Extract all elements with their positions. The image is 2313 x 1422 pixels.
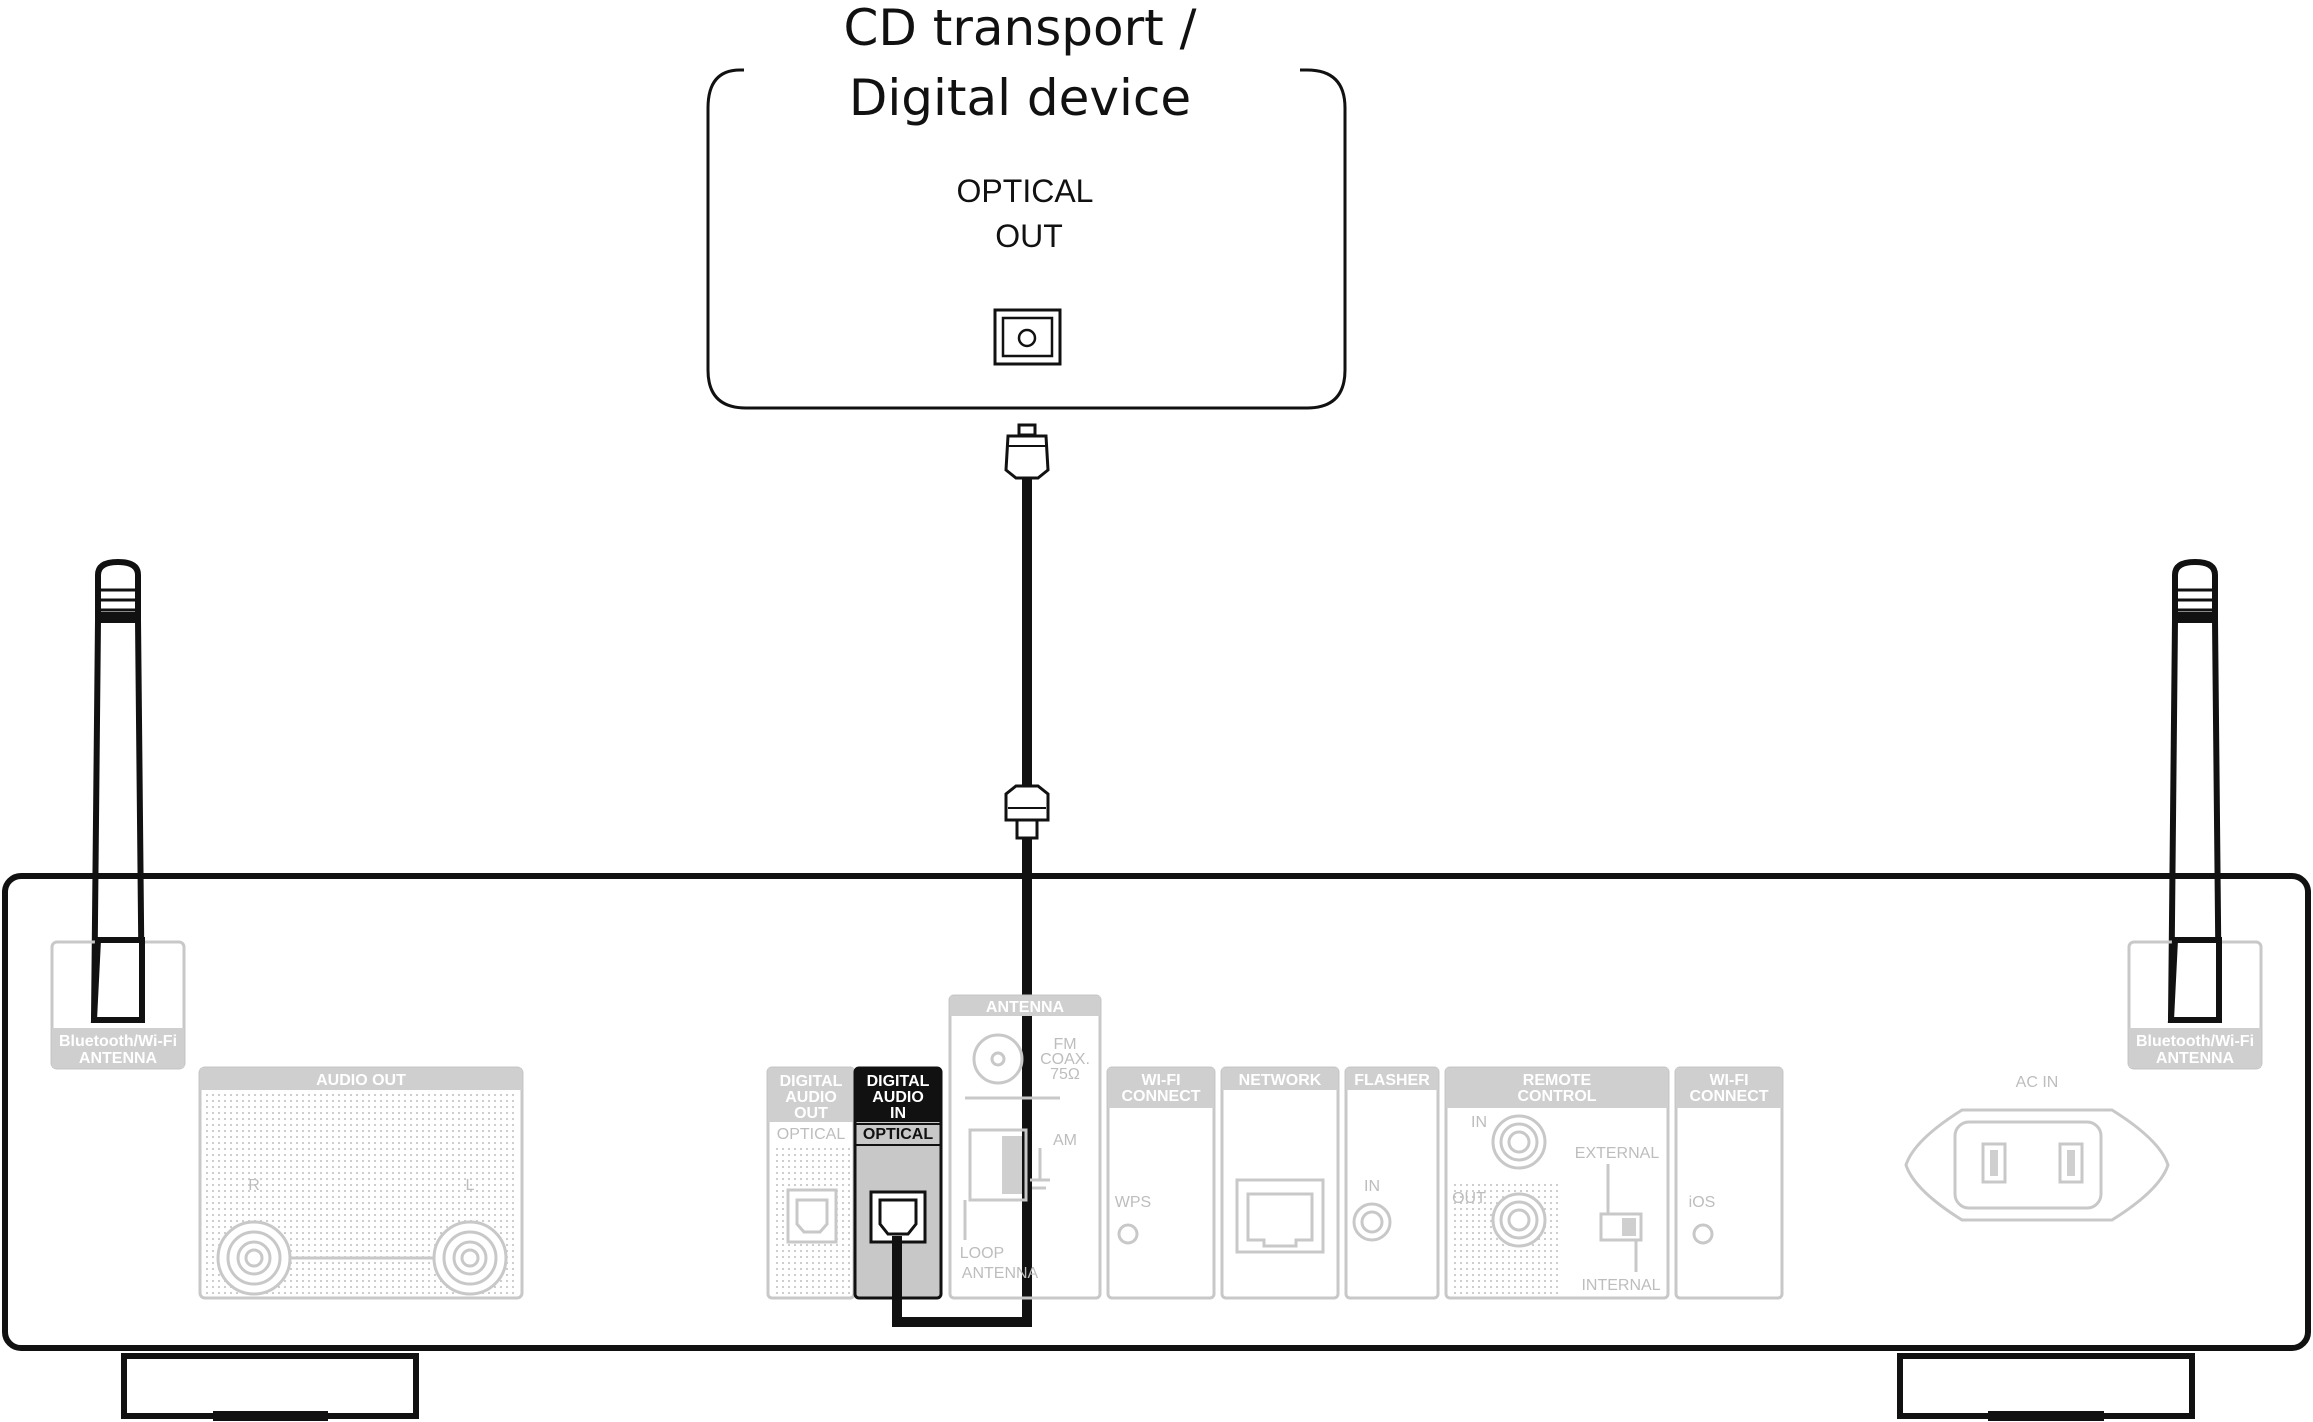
antenna-right-label-1: Bluetooth/Wi-Fi (2136, 1033, 2254, 1050)
remote-control-section: REMOTE CONTROL IN OUT EXTERNAL INTE (1444, 1066, 1670, 1300)
wifi-connect-wps-section: WI-FI CONNECT WPS (1106, 1066, 1216, 1300)
digital-in-optical-label: OPTICAL (863, 1126, 933, 1143)
flasher-section: FLASHER IN (1344, 1066, 1440, 1300)
foot-left (121, 1353, 419, 1421)
ios-label: iOS (1689, 1194, 1716, 1211)
cable-mid-plug-icon (1004, 784, 1050, 840)
external-label: EXTERNAL (1575, 1145, 1660, 1162)
ac-inlet-icon (1904, 1108, 2170, 1222)
fm-label-3: 75Ω (1050, 1066, 1080, 1083)
remote-in-label: IN (1471, 1114, 1487, 1131)
digital-audio-out-section: DIGITAL AUDIO OUT OPTICAL (766, 1066, 856, 1300)
am-label: AM (1053, 1132, 1077, 1149)
wifi-connect-label-1: WI-FI (1141, 1072, 1180, 1089)
optical-out-port-icon (993, 308, 1062, 366)
source-device: CD transport / Digital device OPTICAL OU… (706, 0, 1347, 410)
digital-out-label-2: AUDIO (785, 1089, 837, 1106)
wps-label: WPS (1115, 1194, 1151, 1211)
remote-control-label-2: CONTROL (1517, 1088, 1596, 1105)
antenna-left-icon (90, 558, 146, 1023)
digital-out-label-3: OUT (794, 1105, 828, 1122)
optical-out-label-line2: OUT (995, 218, 1063, 254)
remote-out-jack-icon (1491, 1192, 1547, 1248)
antenna-right-label-2: ANTENNA (2156, 1050, 2235, 1067)
antenna-base-right: Bluetooth/Wi-Fi ANTENNA (2127, 940, 2263, 1070)
loop-label-2: ANTENNA (962, 1265, 1039, 1282)
wifi-connect2-label-1: WI-FI (1709, 1072, 1748, 1089)
wifi-connect-label-2: CONNECT (1121, 1088, 1200, 1105)
ios-button-icon (1692, 1223, 1714, 1245)
audio-out-label: AUDIO OUT (316, 1072, 406, 1089)
optical-out-label-line1: OPTICAL (957, 173, 1094, 209)
device-title-line1: CD transport / (843, 0, 1196, 57)
antenna-section: ANTENNA FM COAX. 75Ω AM LOOP ANTENNA (948, 994, 1102, 1300)
wps-button-icon (1117, 1223, 1139, 1245)
network-section: NETWORK (1220, 1066, 1340, 1300)
remote-in-jack-icon (1491, 1114, 1547, 1170)
foot-right (1897, 1353, 2195, 1421)
ext-int-switch-icon (1599, 1212, 1643, 1242)
remote-control-label-1: REMOTE (1523, 1072, 1592, 1089)
flasher-jack-icon (1352, 1202, 1392, 1242)
source-device-box (706, 68, 1347, 410)
digital-out-label-1: DIGITAL (780, 1073, 843, 1090)
internal-label: INTERNAL (1581, 1277, 1660, 1294)
cable-top-plug-icon (1004, 423, 1050, 480)
audio-out-section: AUDIO OUT R L (198, 1066, 524, 1300)
audio-out-r-label: R (248, 1177, 260, 1194)
rca-jack-r-icon (216, 1220, 292, 1296)
antenna-label: ANTENNA (986, 999, 1065, 1016)
fm-label-1: FM (1053, 1036, 1076, 1053)
flasher-label: FLASHER (1354, 1072, 1430, 1089)
optical-out-jack-icon (786, 1188, 838, 1244)
digital-in-label-3: IN (890, 1105, 906, 1122)
flasher-in-label: IN (1364, 1178, 1380, 1195)
optical-in-jack-icon (869, 1190, 927, 1244)
digital-audio-in-section: DIGITAL AUDIO IN OPTICAL (853, 1066, 943, 1300)
receiver-rear-panel: Bluetooth/Wi-Fi ANTENNA Bluetooth/Wi-Fi … (2, 873, 2311, 1421)
remote-out-label: OUT (1452, 1190, 1486, 1207)
audio-out-l-label: L (466, 1177, 475, 1194)
loop-label-1: LOOP (960, 1245, 1004, 1262)
antenna-left-label-2: ANTENNA (79, 1050, 158, 1067)
digital-in-label-1: DIGITAL (867, 1073, 930, 1090)
digital-in-label-2: AUDIO (872, 1089, 924, 1106)
network-label: NETWORK (1239, 1072, 1322, 1089)
ethernet-port-icon (1235, 1178, 1325, 1254)
wifi-connect2-label-2: CONNECT (1689, 1088, 1768, 1105)
ac-in-label: AC IN (2016, 1074, 2059, 1091)
rca-jack-l-icon (432, 1220, 508, 1296)
wifi-connect-ios-section: WI-FI CONNECT iOS (1674, 1066, 1784, 1300)
antenna-left-label-1: Bluetooth/Wi-Fi (59, 1033, 177, 1050)
fm-label-2: COAX. (1040, 1051, 1090, 1068)
device-title-line2: Digital device (849, 69, 1191, 127)
ac-in-section: AC IN (1904, 1074, 2170, 1222)
digital-out-optical-label: OPTICAL (777, 1126, 846, 1143)
